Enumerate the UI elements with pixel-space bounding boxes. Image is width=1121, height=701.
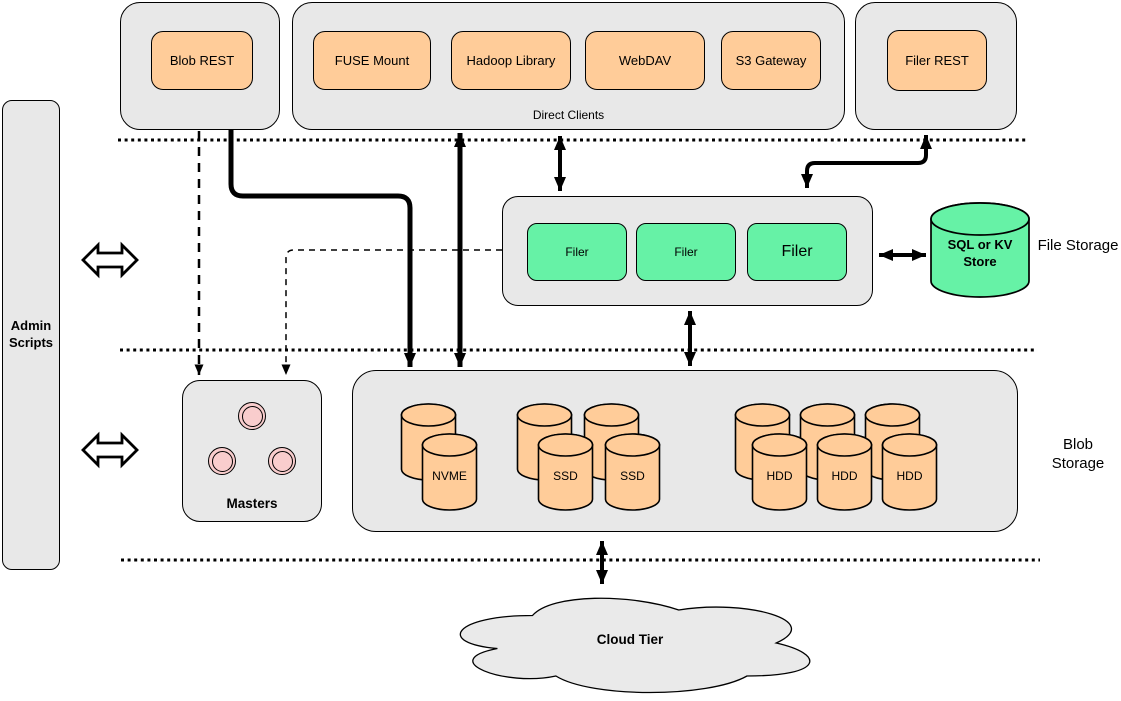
blob-rest-container: Blob REST xyxy=(120,2,280,130)
admin-file-storage-double-arrow-icon xyxy=(81,241,139,279)
dashed-arrow-filer-to-masters xyxy=(281,249,502,375)
s3-gateway-label: S3 Gateway xyxy=(735,53,807,68)
volume-cylinder-hdd: HDD xyxy=(816,433,873,511)
filer-label-1: Filer xyxy=(565,245,589,259)
master-node-icon xyxy=(238,402,266,430)
volume-cylinder-nvme: NVME xyxy=(421,433,478,511)
volume-cylinder-hdd: HDD xyxy=(751,433,808,511)
filer-label-2: Filer xyxy=(674,245,698,259)
filer-label-3: Filer xyxy=(781,243,813,260)
hadoop-library-box: Hadoop Library xyxy=(451,31,571,90)
volume-cylinder-hdd: HDD xyxy=(881,433,938,511)
blob-rest-box: Blob REST xyxy=(151,31,253,90)
blob-rest-label: Blob REST xyxy=(169,53,235,68)
filer-rest-container: Filer REST xyxy=(855,2,1017,130)
cloud-icon xyxy=(459,597,811,694)
volume-label: HDD xyxy=(896,469,923,483)
filer-box-3: Filer xyxy=(747,223,847,281)
arrow-blob-rest-to-blob-storage xyxy=(228,129,416,367)
fuse-mount-label: FUSE Mount xyxy=(334,53,410,68)
cloud-tier-shape: Cloud Tier xyxy=(435,588,825,698)
filer-rest-label: Filer REST xyxy=(905,53,969,68)
volume-label: HDD xyxy=(766,469,793,483)
filer-box-2: Filer xyxy=(636,223,736,281)
volume-label: NVME xyxy=(432,469,467,483)
blob-storage-section-label: Blob Storage xyxy=(1051,436,1105,472)
masters-label: Masters xyxy=(226,496,278,511)
webdav-box: WebDAV xyxy=(585,31,705,90)
volume-label: SSD xyxy=(553,469,578,483)
volume-label: SSD xyxy=(620,469,645,483)
direct-clients-container: FUSE Mount Hadoop Library WebDAV S3 Gate… xyxy=(292,2,845,130)
volume-cylinder-ssd: SSD xyxy=(537,433,594,511)
webdav-label: WebDAV xyxy=(618,53,672,68)
master-node-icon xyxy=(208,447,236,475)
direct-clients-caption: Direct Clients xyxy=(532,108,605,122)
masters-box: Masters xyxy=(182,380,322,522)
filer-group-container: Filer Filer Filer xyxy=(502,196,873,306)
admin-blob-storage-double-arrow-icon xyxy=(81,431,139,469)
master-node-icon xyxy=(268,447,296,475)
double-arrow-filer-rest-to-filer xyxy=(801,135,932,188)
fuse-mount-box: FUSE Mount xyxy=(313,31,431,90)
sql-kv-store-label: SQL or KV Store xyxy=(947,237,1013,269)
cloud-tier-label: Cloud Tier xyxy=(596,632,664,647)
volume-cylinder-ssd: SSD xyxy=(604,433,661,511)
database-cylinder-icon xyxy=(930,202,1030,298)
admin-scripts-label: Admin Scripts xyxy=(8,318,54,350)
s3-gateway-box: S3 Gateway xyxy=(721,31,821,90)
filer-box-1: Filer xyxy=(527,223,627,281)
filer-rest-box: Filer REST xyxy=(887,30,987,91)
hadoop-library-label: Hadoop Library xyxy=(466,53,556,68)
admin-scripts-bar: Admin Scripts xyxy=(2,100,60,570)
volume-label: HDD xyxy=(831,469,858,483)
file-storage-section-label: File Storage xyxy=(1037,237,1119,254)
sql-kv-store-cylinder: SQL or KV Store xyxy=(930,202,1030,298)
